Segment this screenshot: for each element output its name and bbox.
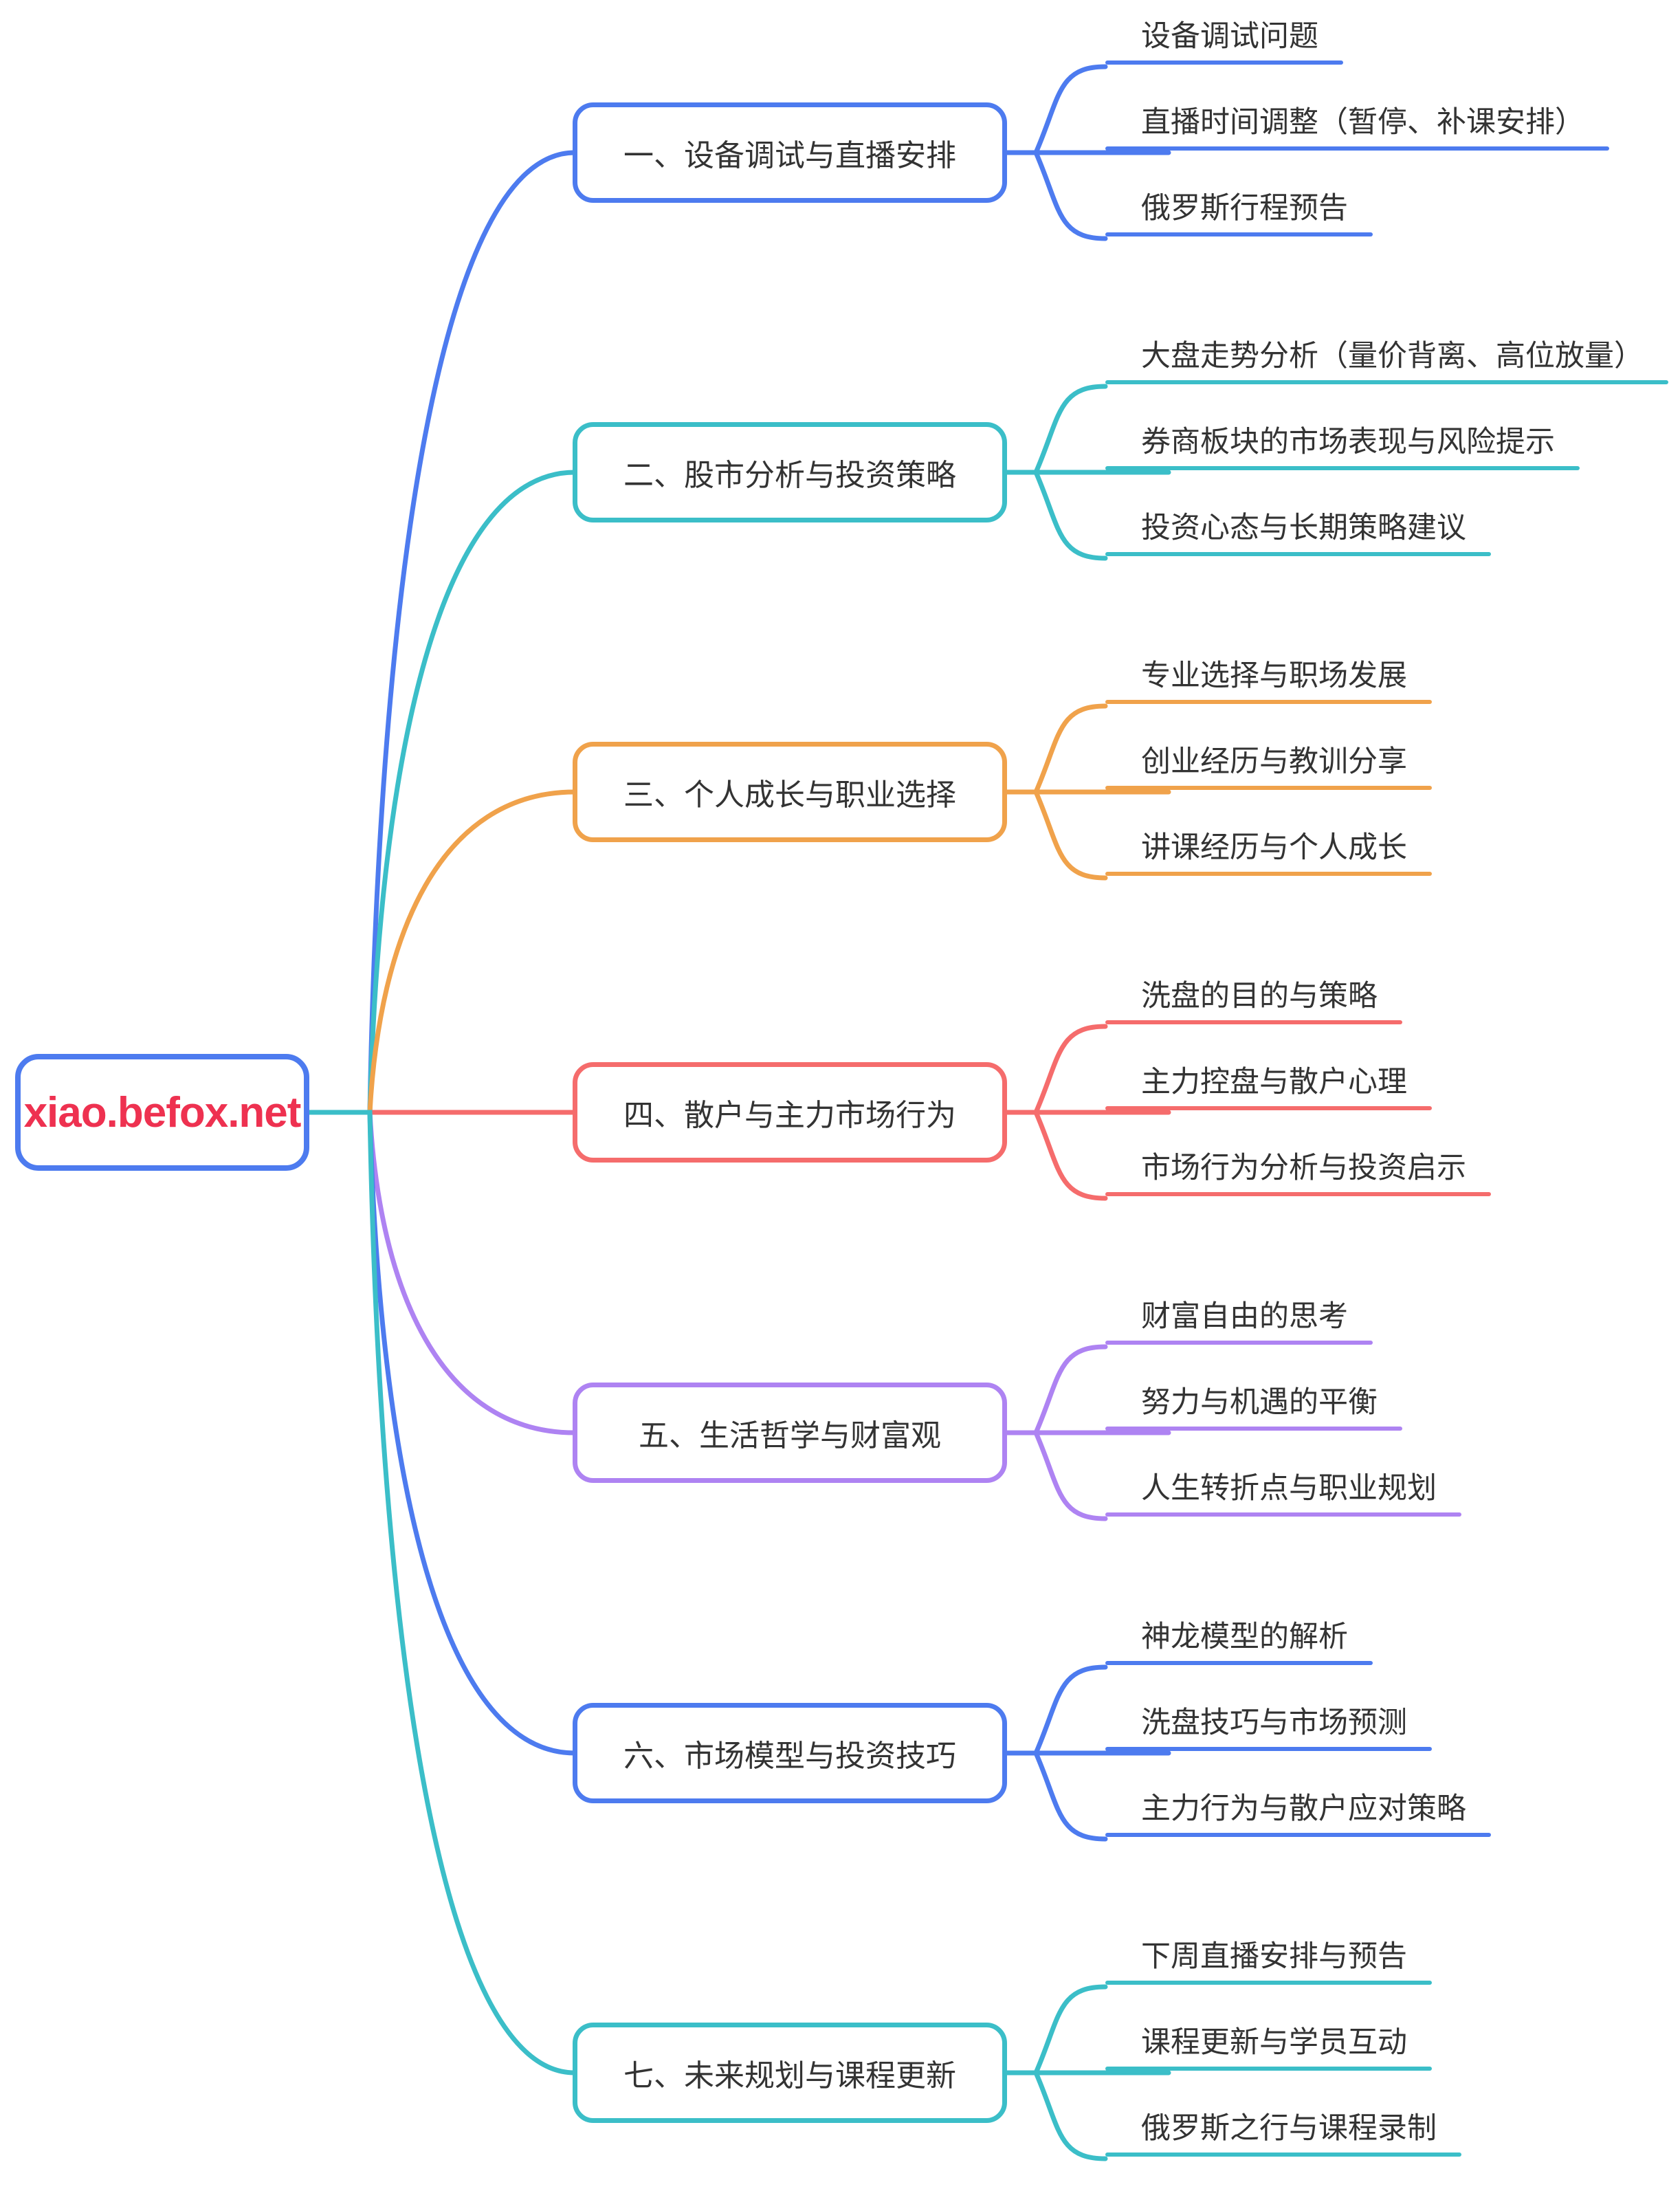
center-branch-connector: [307, 789, 577, 1115]
branch-node-7[interactable]: 七、未来规划与课程更新: [573, 2023, 1007, 2123]
branch-sub-connector: [1033, 1110, 1108, 1201]
subtopic-item[interactable]: 洗盘技巧与市场预测: [1105, 1706, 1432, 1751]
subtopic-item[interactable]: 主力控盘与散户心理: [1105, 1065, 1432, 1110]
branch-sub-connector: [1033, 384, 1108, 475]
subtopic-item[interactable]: 俄罗斯之行与课程录制: [1105, 2111, 1461, 2157]
subtopic-item[interactable]: 洗盘的目的与策略: [1105, 979, 1402, 1024]
central-node[interactable]: xiao.befox.net: [15, 1054, 309, 1171]
subtopic-item[interactable]: 券商板块的市场表现与风险提示: [1105, 425, 1580, 470]
branch-sub-connector: [1033, 1344, 1108, 1435]
center-branch-connector: [307, 150, 577, 1115]
branch-sub-connector: [1033, 1664, 1108, 1756]
branch-sub-connector: [1033, 1024, 1108, 1115]
subtopic-item[interactable]: 大盘走势分析（量价背离、高位放量）: [1105, 339, 1668, 384]
branch-node-1[interactable]: 一、设备调试与直播安排: [573, 102, 1007, 203]
subtopic-item[interactable]: 财富自由的思考: [1105, 1299, 1373, 1345]
branch-node-5[interactable]: 五、生活哲学与财富观: [573, 1383, 1007, 1483]
subtopic-item[interactable]: 市场行为分析与投资启示: [1105, 1151, 1491, 1196]
subtopic-item[interactable]: 俄罗斯行程预告: [1105, 191, 1373, 236]
branch-node-4[interactable]: 四、散户与主力市场行为: [573, 1062, 1007, 1163]
subtopic-item[interactable]: 直播时间调整（暂停、补课安排）: [1105, 105, 1609, 151]
branch-node-2[interactable]: 二、股市分析与投资策略: [573, 422, 1007, 522]
branch-node-6[interactable]: 六、市场模型与投资技巧: [573, 1703, 1007, 1803]
branch-sub-connector: [1033, 789, 1108, 881]
center-branch-connector: [307, 1110, 577, 2076]
branch-sub-connector: [1033, 1984, 1108, 2076]
branch-sub-connector: [1033, 703, 1108, 795]
subtopic-item[interactable]: 设备调试问题: [1105, 19, 1343, 65]
subtopic-item[interactable]: 人生转折点与职业规划: [1105, 1471, 1461, 1517]
branch-sub-connector: [1033, 1430, 1108, 1521]
subtopic-item[interactable]: 下周直播安排与预告: [1105, 1939, 1432, 1985]
branch-sub-connector: [1033, 2070, 1108, 2161]
subtopic-item[interactable]: 神龙模型的解析: [1105, 1620, 1373, 1665]
branch-node-3[interactable]: 三、个人成长与职业选择: [573, 742, 1007, 842]
branch-sub-connector: [1033, 64, 1108, 155]
subtopic-item[interactable]: 投资心态与长期策略建议: [1105, 511, 1491, 556]
branch-sub-connector: [1033, 470, 1108, 561]
branch-sub-connector: [1033, 150, 1108, 241]
central-node-label: xiao.befox.net: [23, 1088, 302, 1136]
branch-sub-connector: [1033, 1750, 1108, 1842]
center-branch-connector: [307, 1110, 577, 1435]
center-branch-connector: [307, 1110, 577, 1756]
subtopic-item[interactable]: 专业选择与职场发展: [1105, 659, 1432, 704]
subtopic-item[interactable]: 主力行为与散户应对策略: [1105, 1792, 1491, 1837]
subtopic-item[interactable]: 课程更新与学员互动: [1105, 2025, 1432, 2071]
subtopic-item[interactable]: 创业经历与教训分享: [1105, 745, 1432, 790]
subtopic-item[interactable]: 努力与机遇的平衡: [1105, 1385, 1402, 1431]
center-branch-connector: [307, 470, 577, 1115]
subtopic-item[interactable]: 讲课经历与个人成长: [1105, 830, 1432, 876]
